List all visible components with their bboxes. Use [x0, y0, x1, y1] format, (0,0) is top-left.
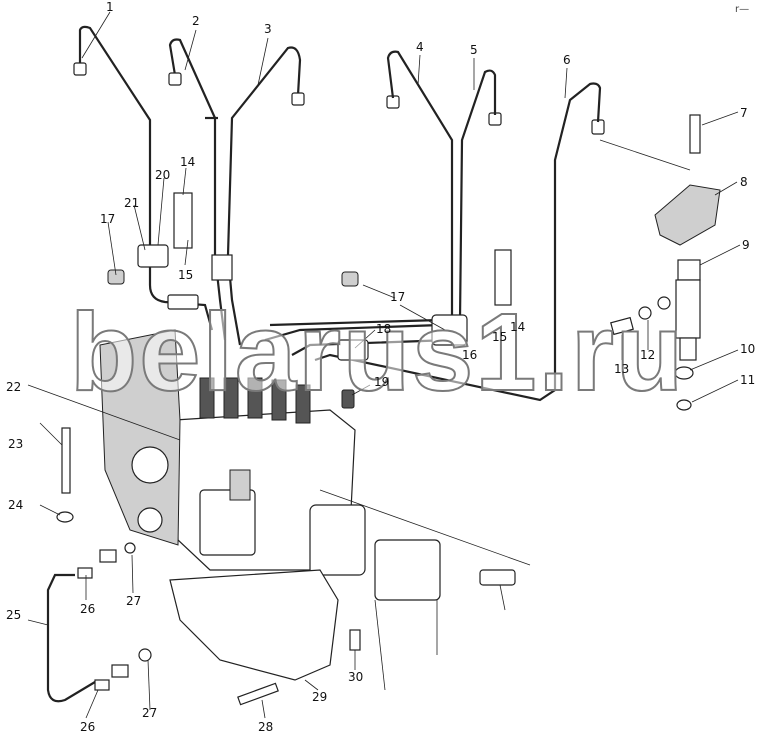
callout-17-right: 17: [390, 290, 406, 304]
pipe-end-nuts: [73, 62, 605, 135]
callout-30: 30: [348, 670, 364, 684]
callout-4: 4: [416, 40, 424, 54]
callout-3: 3: [264, 22, 272, 36]
callout-14-left: 14: [180, 155, 196, 169]
callout-24: 24: [8, 498, 24, 512]
delivery-valves: [199, 377, 311, 424]
callout-7: 7: [740, 106, 748, 120]
callout-2: 2: [192, 14, 200, 28]
callout-10: 10: [740, 342, 756, 356]
watermark-text: belarus1.ru: [69, 291, 686, 414]
callout-13: 13: [614, 362, 630, 376]
callout-leaders: [27, 11, 741, 719]
callout-22: 22: [6, 380, 22, 394]
fuel-pipes-left: [78, 25, 302, 346]
callout-19: 19: [374, 375, 390, 389]
callout-15-right: 15: [492, 330, 508, 344]
callout-26-bottom: 26: [80, 720, 96, 734]
bolts-and-fittings: [46, 427, 361, 706]
callout-16: 16: [462, 348, 478, 362]
callout-5: 5: [470, 43, 478, 57]
callout-29: 29: [312, 690, 328, 704]
injector-assembly: [610, 114, 721, 411]
callout-9: 9: [742, 238, 750, 252]
corner-mark: r—: [735, 4, 750, 15]
pump-bracket: [169, 569, 339, 681]
callout-15-left: 15: [178, 268, 194, 282]
callout-14-right: 14: [510, 320, 526, 334]
callout-27-top: 27: [126, 594, 142, 608]
callout-1: 1: [106, 0, 114, 14]
callout-11: 11: [740, 373, 756, 387]
callout-28: 28: [258, 720, 274, 734]
callout-18: 18: [376, 322, 392, 336]
callout-12: 12: [640, 348, 656, 362]
callout-21: 21: [124, 196, 140, 210]
callout-17-left: 17: [100, 212, 116, 226]
pipe-clamps: [107, 192, 512, 409]
pump-body: [99, 329, 516, 601]
callout-8: 8: [740, 175, 748, 189]
callout-27-bottom: 27: [142, 706, 158, 720]
callout-25: 25: [6, 608, 22, 622]
callout-23: 23: [8, 437, 24, 451]
callout-20: 20: [155, 168, 171, 182]
callout-6: 6: [563, 53, 571, 67]
callout-26-top: 26: [80, 602, 96, 616]
